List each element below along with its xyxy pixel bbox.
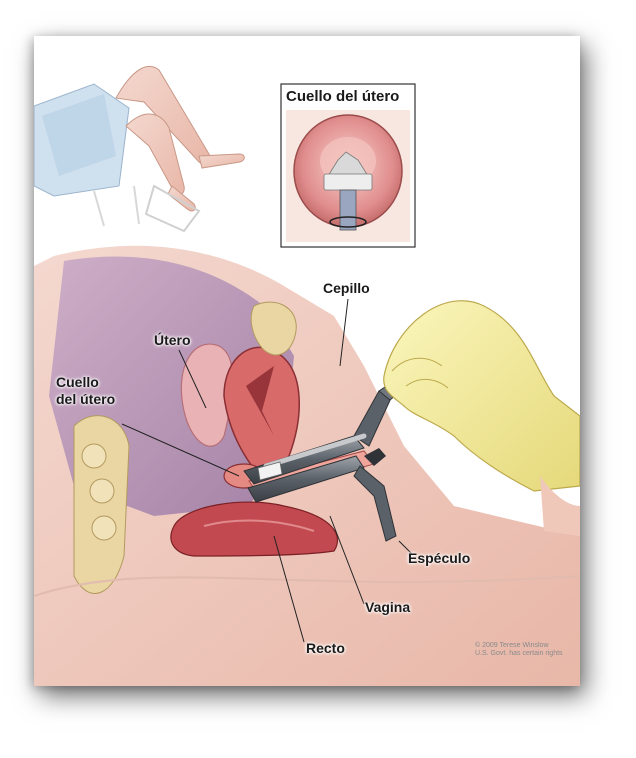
patient-position-vignette	[34, 66, 244, 231]
cervix-inset	[281, 84, 415, 247]
label-cuello-line1: Cuello	[56, 374, 99, 391]
label-especulo: Espéculo	[408, 550, 470, 567]
label-recto: Recto	[306, 640, 345, 657]
copyright-credit: © 2009 Terese Winslow U.S. Govt. has cer…	[475, 642, 575, 658]
credit-line-1: © 2009 Terese Winslow	[475, 642, 575, 650]
label-utero: Útero	[154, 332, 191, 349]
pap-test-illustration	[34, 36, 580, 686]
inset-title: Cuello del útero	[286, 88, 399, 105]
label-vagina: Vagina	[365, 599, 410, 616]
illustration-frame: Cuello del útero Cepillo Útero Cuello de…	[34, 36, 580, 686]
credit-line-2: U.S. Govt. has certain rights	[475, 650, 575, 658]
label-cepillo: Cepillo	[323, 280, 370, 297]
label-cuello-line2: del útero	[56, 391, 115, 408]
